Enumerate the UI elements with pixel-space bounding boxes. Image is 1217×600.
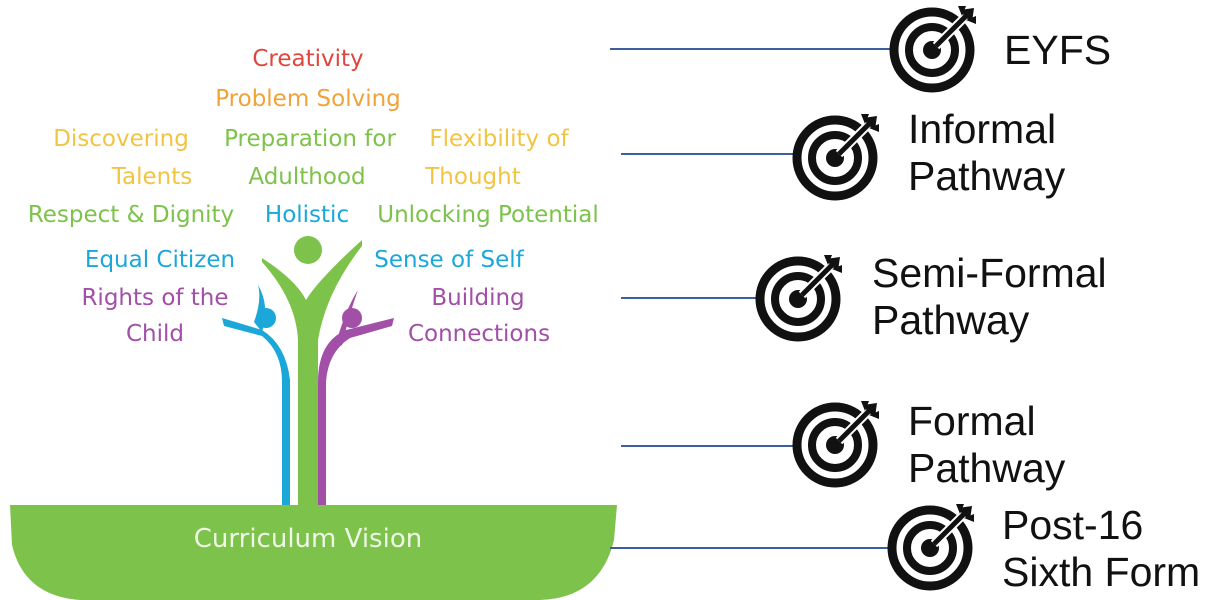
target-icon [887, 504, 974, 591]
pathway-label-semi-formal: Semi-Formal Pathway [872, 250, 1107, 344]
word-talents: Talents [111, 164, 193, 190]
pathway-0-line1: EYFS [1004, 27, 1112, 73]
pathway-label-eyfs: EYFS [1004, 27, 1111, 74]
word-building: Building [431, 285, 525, 311]
pathway-1-line2: Pathway [908, 153, 1066, 199]
word-preparation-for: Preparation for [224, 126, 396, 152]
blue-figure [222, 318, 290, 505]
connector-eyfs [610, 48, 895, 50]
word-thought: Thought [425, 164, 521, 190]
word-connections: Connections [407, 321, 551, 347]
word-holistic: Holistic [264, 202, 350, 228]
word-respect-dignity: Respect & Dignity [27, 202, 235, 228]
pathway-4-line2: Sixth Form [1002, 549, 1201, 595]
pathway-3-line2: Pathway [908, 445, 1066, 491]
ground-bowl [10, 505, 617, 600]
connector-formal [621, 445, 799, 447]
purple-figure-head [342, 308, 362, 328]
word-rights-of-the: Rights of the [81, 285, 229, 311]
connector-semi-formal [621, 297, 764, 299]
word-adulthood: Adulthood [248, 164, 366, 190]
pathway-label-formal: Formal Pathway [908, 398, 1065, 492]
word-creativity: Creativity [252, 46, 364, 72]
pathway-label-post16: Post-16 Sixth Form [1002, 502, 1200, 596]
word-equal-citizen: Equal Citizen [84, 247, 236, 273]
target-icon [792, 114, 879, 201]
curriculum-vision-label: Curriculum Vision [193, 524, 423, 554]
connector-post16 [610, 547, 895, 549]
pathway-2-line2: Pathway [872, 297, 1030, 343]
pathway-2-line1: Semi-Formal [872, 250, 1107, 296]
word-child: Child [125, 321, 185, 347]
word-unlocking-potential: Unlocking Potential [377, 202, 599, 228]
pathway-label-informal: Informal Pathway [908, 106, 1065, 200]
purple-figure [318, 318, 394, 505]
blue-figure-head [256, 308, 276, 328]
pathway-3-line1: Formal [908, 398, 1036, 444]
connector-informal [621, 153, 799, 155]
green-figure-head [294, 236, 322, 264]
pathway-4-line1: Post-16 [1002, 502, 1144, 548]
word-discovering: Discovering [53, 126, 189, 152]
word-problem-solving: Problem Solving [215, 86, 401, 112]
word-flexibility-of: Flexibility of [429, 126, 569, 152]
target-icon [792, 401, 879, 488]
target-icon [889, 6, 976, 93]
green-figure [262, 240, 362, 505]
word-sense-of-self: Sense of Self [374, 247, 524, 273]
target-icon [755, 255, 842, 342]
pathway-1-line1: Informal [908, 106, 1057, 152]
